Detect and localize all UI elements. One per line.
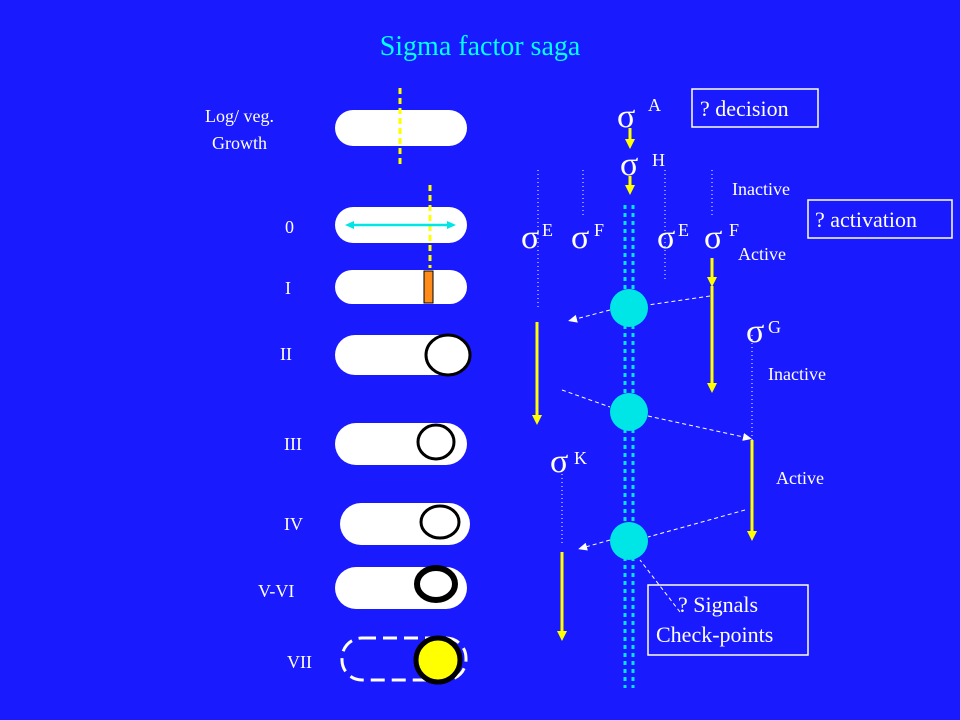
sigma-symbol-F-right: σ: [704, 219, 722, 256]
signal-box-pointer: [639, 559, 681, 613]
label-log-growth-2: Growth: [212, 133, 267, 153]
checkpoint-1: [610, 289, 648, 327]
status-active-top: Active: [738, 244, 786, 264]
cell-stage-I: [335, 270, 467, 304]
signal-F-to-cp1: [647, 295, 711, 306]
sigma-symbol-E-right: σ: [657, 219, 675, 256]
label-stage-II: II: [280, 344, 292, 364]
activation-label: ? activation: [815, 207, 917, 232]
decision-label: ? decision: [700, 96, 789, 121]
label-stage-VII: VII: [287, 652, 312, 672]
label-log-growth-1: Log/ veg.: [205, 106, 274, 126]
sigma-subscript-H: H: [652, 150, 665, 170]
label-stage-V-VI: V-VI: [258, 581, 294, 601]
lysing-mother-cell: [340, 636, 468, 682]
signal-E-to-cp2: [561, 389, 611, 408]
signal-cp1-to-E: [568, 309, 611, 323]
sigma-subscript-A: A: [648, 95, 661, 115]
forespore-IV: [419, 504, 461, 540]
spore-coat: [414, 565, 458, 603]
sigma-subscript-F-right: F: [729, 220, 739, 240]
sigma-subscript-F-left: F: [594, 220, 604, 240]
checkpoint-3: [610, 522, 648, 560]
signal-G-to-cp3: [647, 509, 746, 538]
sigma-subscript-E-left: E: [542, 220, 553, 240]
sigma-subscript-E-right: E: [678, 220, 689, 240]
status-inactive-top: Inactive: [732, 179, 790, 199]
checkpoint-2: [610, 393, 648, 431]
sigma-symbol-K: σ: [550, 443, 568, 480]
sigma-symbol-A: σ: [617, 98, 635, 135]
label-stage-0: 0: [285, 217, 294, 237]
released-spore: [413, 635, 463, 685]
signals-line-1: ? Signals: [678, 592, 758, 617]
signal-cp2-to-G: [647, 415, 752, 441]
engulfing-forespore: [424, 333, 472, 377]
sigma-subscript-G: G: [768, 317, 781, 337]
label-stage-III: III: [284, 434, 302, 454]
label-stage-I: I: [285, 278, 291, 298]
sigma-symbol-G: σ: [746, 313, 764, 350]
septum: [423, 270, 434, 304]
status-active-g: Active: [776, 468, 824, 488]
forespore-III: [416, 423, 456, 461]
sigma-symbol-H: σ: [620, 146, 638, 183]
status-inactive-g: Inactive: [768, 364, 826, 384]
label-stage-IV: IV: [284, 514, 303, 534]
signals-line-2: Check-points: [656, 622, 773, 647]
activation-box: [807, 199, 953, 239]
page-title: Sigma factor saga: [380, 31, 581, 62]
sigma-subscript-K: K: [574, 448, 587, 468]
signals-box: [647, 584, 809, 656]
decision-box: [691, 88, 819, 128]
sigma-symbol-E-left: σ: [521, 219, 539, 256]
sigma-symbol-F-left: σ: [571, 219, 589, 256]
signal-cp3-to-K: [578, 539, 611, 551]
